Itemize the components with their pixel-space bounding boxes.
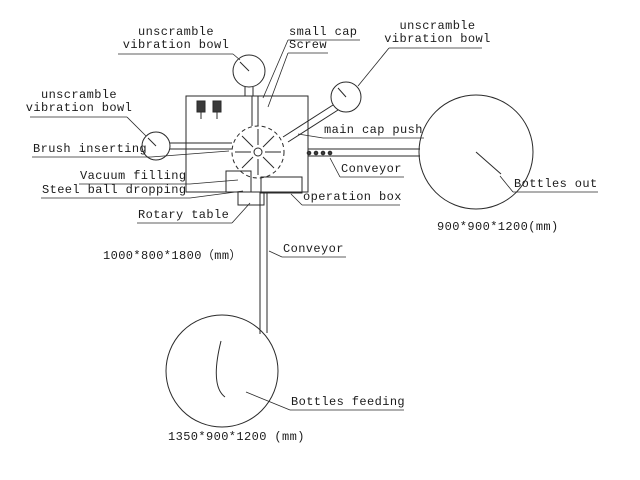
label-bottles-feeding: Bottles feeding [291, 395, 406, 409]
label-small-cap: small cap [289, 25, 358, 39]
machine-component-icon [212, 100, 222, 113]
conveyor-right-shape [308, 148, 420, 157]
label-main-cap-push: main cap push [324, 123, 423, 137]
bottles-out-tank [418, 94, 534, 210]
machine-component-icon [196, 100, 206, 113]
label-unscramble-vibration-bowl-top-right: unscramble vibration bowl [384, 19, 491, 46]
conveyor-bottom-shape [259, 192, 268, 334]
machine-body [185, 95, 309, 193]
label-dimension-machine: 1000*800*1800（mm） [103, 249, 242, 263]
rotary-support-box [237, 191, 265, 206]
label-operation-box: operation box [303, 190, 402, 204]
leader-lines [30, 39, 598, 411]
vibration-bowl-left [141, 131, 232, 161]
label-unscramble-vibration-bowl-top-left: unscramble vibration bowl [122, 25, 230, 52]
operation-box-shape [260, 176, 303, 194]
label-rotary-table: Rotary table [138, 208, 230, 222]
bottles-feeding-tank [165, 314, 279, 428]
vibration-bowl-top-right [282, 81, 362, 143]
label-vacuum-filling: Vacuum filling [80, 169, 187, 183]
label-conveyor-right: Conveyor [341, 162, 402, 176]
label-dimension-bottles-out: 900*900*1200(mm) [437, 220, 559, 234]
bottle-dots [306, 150, 333, 156]
label-brush-inserting: Brush inserting [33, 142, 148, 156]
rotary-table-shape [231, 125, 285, 179]
label-screw: Screw [289, 38, 328, 52]
vibration-bowl-top-left [232, 54, 266, 126]
label-bottles-out: Bottles out [514, 177, 598, 191]
station-boxes [225, 170, 303, 206]
label-conveyor-bottom: Conveyor [283, 242, 344, 256]
vacuum-filling-box [225, 170, 252, 193]
label-steel-ball-dropping: Steel ball dropping [42, 183, 187, 197]
label-dimension-bottles-feeding: 1350*900*1200 (mm) [168, 430, 305, 444]
label-unscramble-vibration-bowl-left: unscramble vibration bowl [25, 88, 133, 115]
